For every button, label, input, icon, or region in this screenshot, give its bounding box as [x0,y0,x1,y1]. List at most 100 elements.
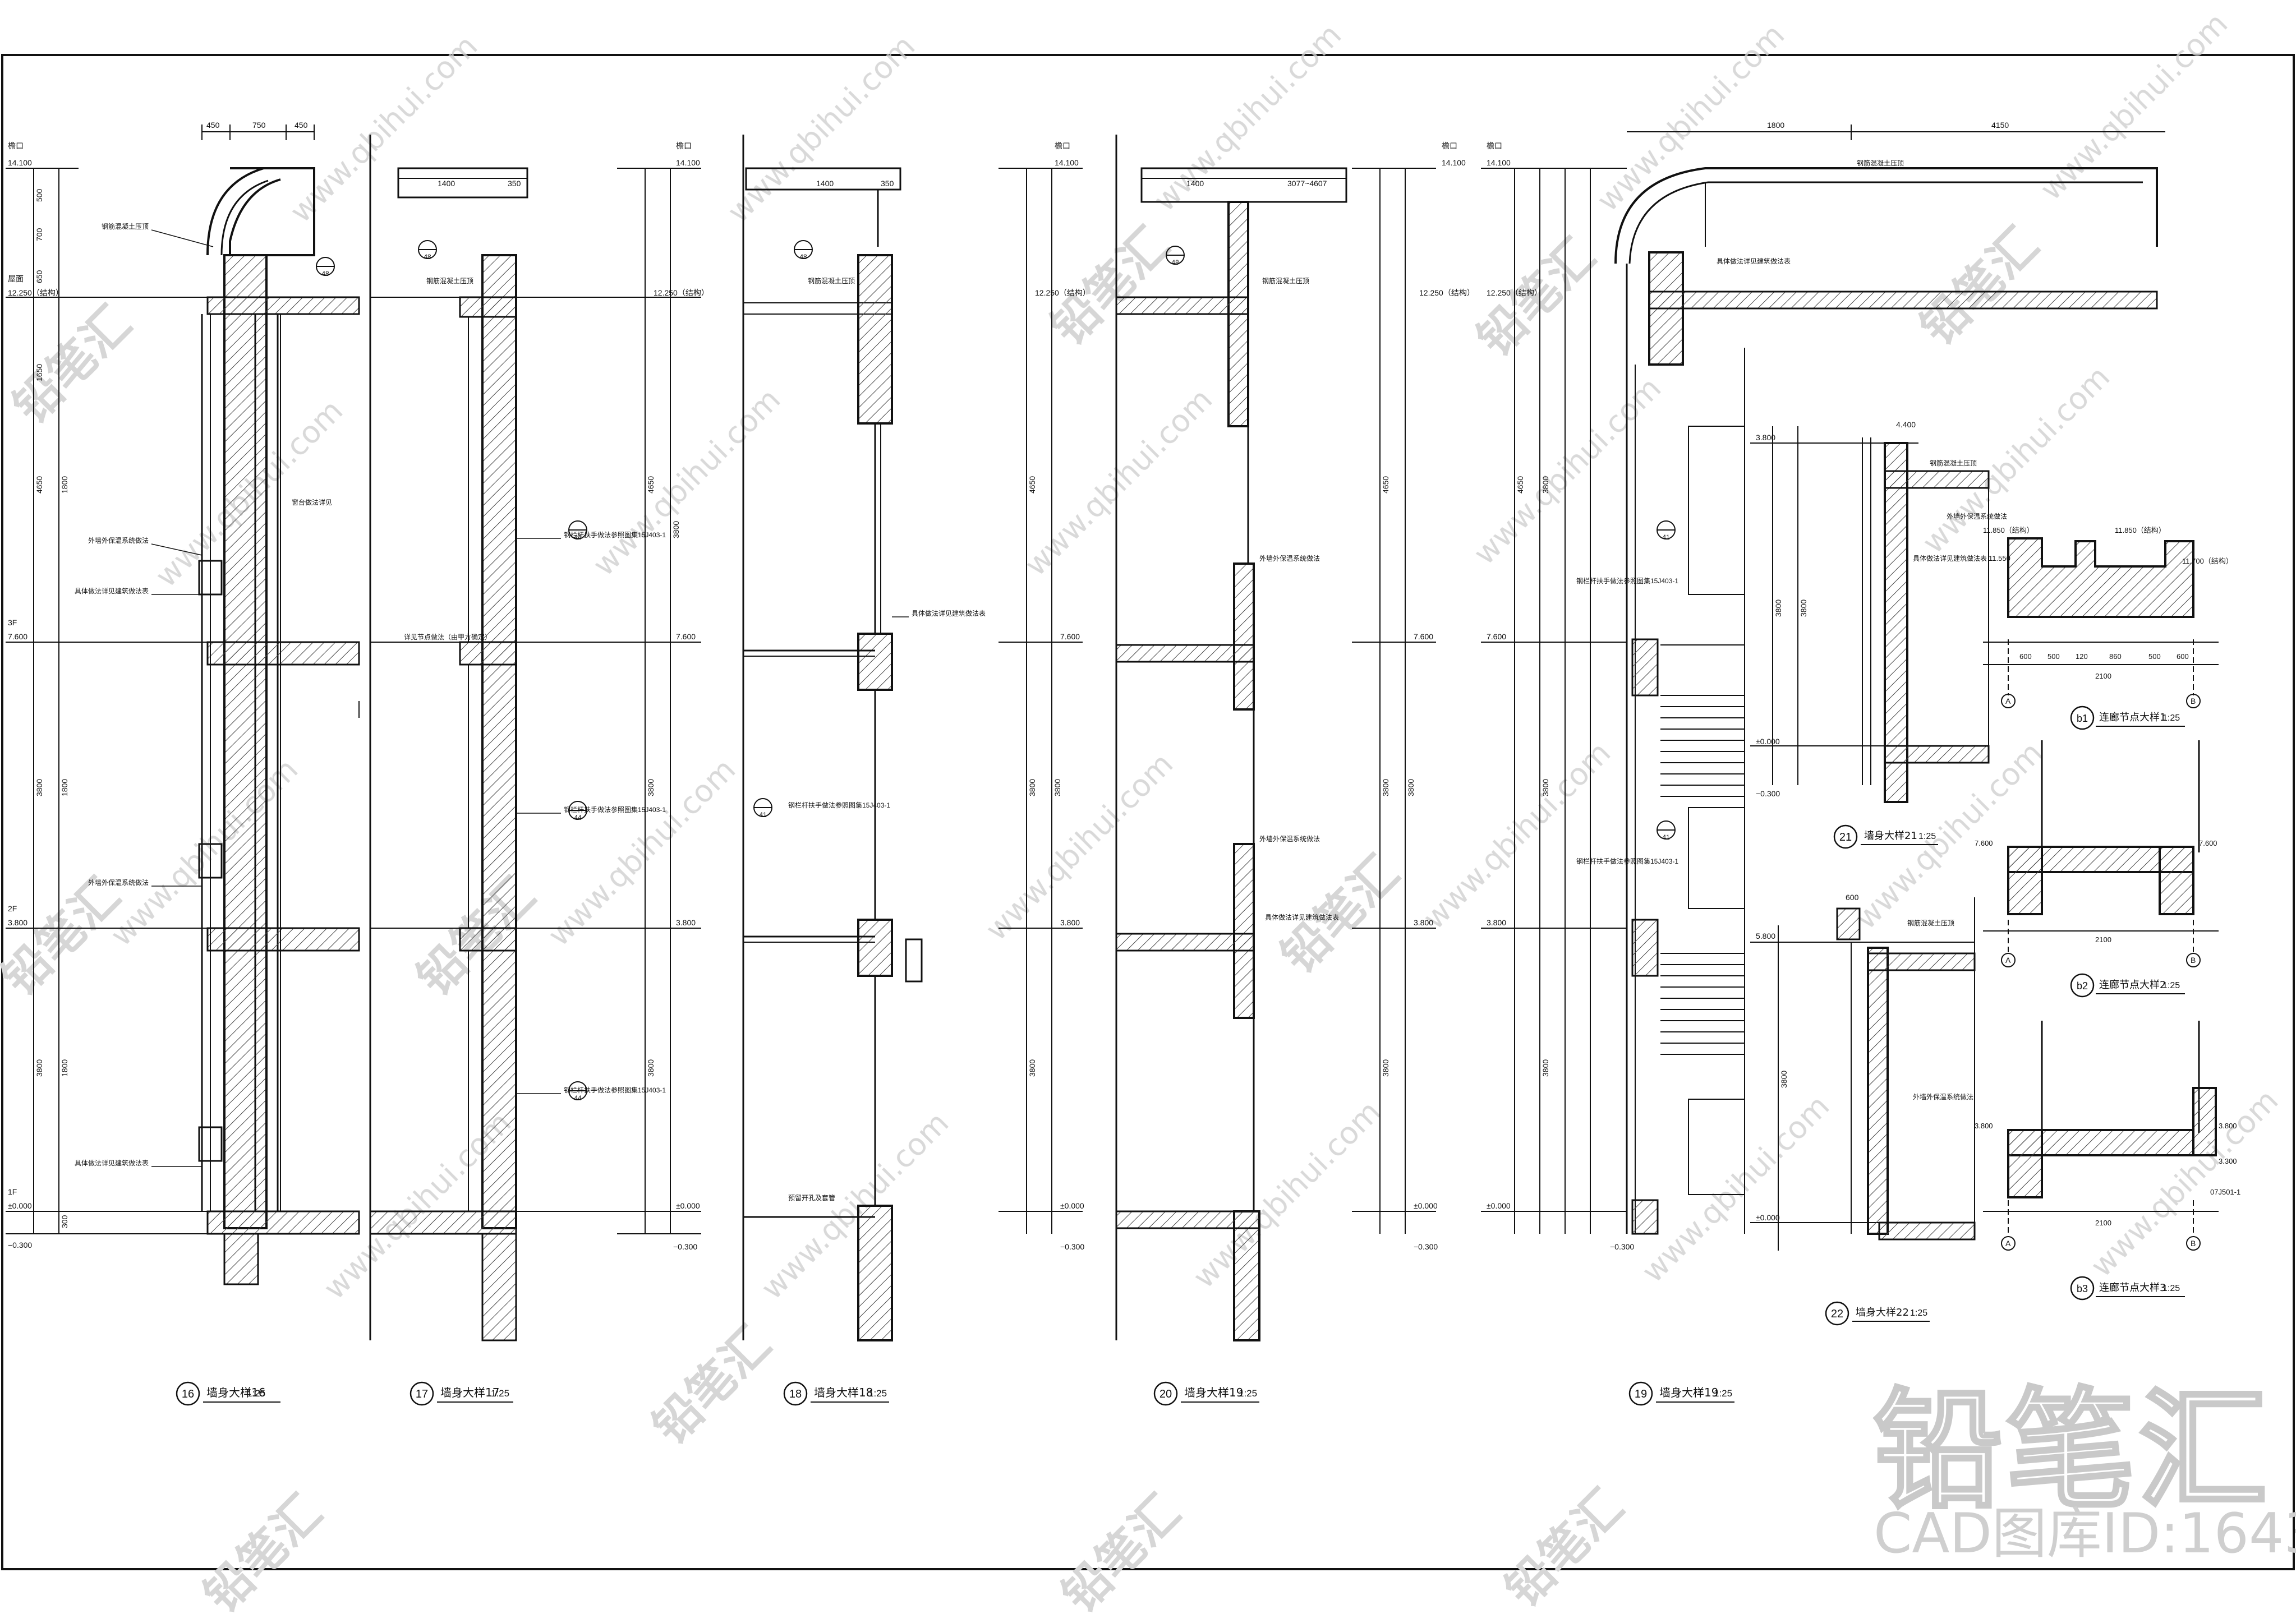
svg-text:7.600: 7.600 [1060,632,1080,641]
svg-text:22: 22 [1831,1308,1843,1320]
wall-section-20 [1115,135,1436,1341]
svg-text:1:25: 1:25 [491,1388,509,1399]
svg-text:www.qbihui.com: www.qbihui.com [2084,1083,2285,1284]
svg-text:300: 300 [60,1215,69,1228]
svg-text:墙身大样18: 墙身大样18 [814,1386,873,1399]
svg-text:A: A [2005,697,2011,706]
svg-text:17: 17 [416,1388,428,1400]
svg-text:4650: 4650 [1516,476,1525,494]
svg-text:钢栏杆扶手做法参照图集15J403-1: 钢栏杆扶手做法参照图集15J403-1 [564,1086,666,1094]
svg-text:3800: 3800 [1053,779,1062,796]
svg-text:www.qbihui.com: www.qbihui.com [1416,735,1618,937]
svg-text:19: 19 [1635,1388,1647,1400]
svg-text:窗台做法详见: 窗台做法详见 [292,498,332,506]
svg-text:3800: 3800 [646,1059,655,1077]
svg-text:48: 48 [799,253,807,261]
svg-text:详见节点做法（由甲方确定）: 详见节点做法（由甲方确定） [404,633,491,641]
svg-text:3800: 3800 [1381,1059,1390,1077]
svg-text:钢栏杆扶手做法参照图集15J403-1: 钢栏杆扶手做法参照图集15J403-1 [1576,857,1678,865]
detail-22 [1750,897,1976,1251]
svg-text:3.800: 3.800 [1414,918,1433,927]
svg-text:1:25: 1:25 [2162,981,2180,990]
svg-text:−0.300: −0.300 [673,1242,697,1251]
svg-text:±0.000: ±0.000 [1756,1213,1780,1222]
svg-text:檐口: 檐口 [1055,141,1070,150]
svg-text:3800: 3800 [1028,1059,1037,1077]
svg-text:4650: 4650 [646,476,655,494]
svg-text:500: 500 [2047,652,2060,661]
svg-text:www.qbihui.com: www.qbihui.com [1635,1089,1837,1290]
svg-text:1400: 1400 [438,179,455,188]
svg-text:1:25: 1:25 [2162,1284,2180,1293]
svg-text:7.600: 7.600 [1975,839,1993,847]
svg-text:18: 18 [789,1388,802,1400]
svg-text:连廊节点大样2: 连廊节点大样2 [2099,979,2166,991]
svg-text:3.800: 3.800 [676,918,696,927]
svg-text:±0.000: ±0.000 [1487,1201,1511,1210]
svg-text:www.qbihui.com: www.qbihui.com [104,752,305,953]
svg-text:1800: 1800 [60,779,69,796]
svg-text:外墙外保温系统做法: 外墙外保温系统做法 [1913,1092,1973,1101]
svg-text:具体做法详见建筑做法表: 具体做法详见建筑做法表 [1265,913,1339,921]
svg-text:钢筋混凝土压顶: 钢筋混凝土压顶 [1262,276,1309,285]
svg-text:钢栏杆扶手做法参照图集15J403-1: 钢栏杆扶手做法参照图集15J403-1 [788,801,890,809]
svg-text:7.600: 7.600 [1487,632,1506,641]
svg-text:www.qbihui.com: www.qbihui.com [541,752,743,953]
drawing-titles: 16 墙身大样16 1:25 17 墙身大样17 1:25 18 墙身大样18 … [176,706,2185,1406]
svg-text:B: B [2191,1239,2196,1248]
svg-text:14.100: 14.100 [676,158,700,167]
detail-21-text: 4.400 3.800 3800 3800 ±0.000 −0.300 钢筋混凝… [1756,420,2007,798]
svg-text:3800: 3800 [1541,779,1550,796]
svg-text:墙身大样21: 墙身大样21 [1864,830,1917,842]
svg-text:12.250（结构）: 12.250（结构） [654,288,709,297]
svg-text:www.qbihui.com: www.qbihui.com [979,746,1180,948]
svg-text:3F: 3F [8,618,17,627]
svg-text:2100: 2100 [2095,935,2111,944]
svg-text:500: 500 [35,188,44,202]
svg-text:7.600: 7.600 [676,632,696,641]
svg-text:檐口: 檐口 [676,141,692,150]
svg-text:4650: 4650 [1381,476,1390,494]
svg-text:4.400: 4.400 [1896,420,1916,429]
svg-text:41: 41 [1662,533,1670,541]
svg-text:钢栏杆扶手做法参照图集15J403-1: 钢栏杆扶手做法参照图集15J403-1 [1576,577,1678,585]
svg-text:4650: 4650 [1028,476,1037,494]
svg-text:4650: 4650 [35,476,44,494]
svg-text:±0.000: ±0.000 [8,1201,32,1210]
svg-text:墙身大样19: 墙身大样19 [1659,1386,1718,1399]
svg-text:www.qbihui.com: www.qbihui.com [1018,382,1220,583]
svg-text:5.800: 5.800 [1756,932,1775,940]
svg-text:具体做法详见建筑做法表: 具体做法详见建筑做法表 [912,609,986,617]
svg-text:3800: 3800 [1406,779,1415,796]
svg-text:预留开孔及套管: 预留开孔及套管 [788,1193,835,1202]
bridge-detail-b1 [1983,537,2219,708]
svg-text:11.700（结构）: 11.700（结构） [2182,557,2233,565]
svg-text:钢栏杆扶手做法参照图集15J403-1: 钢栏杆扶手做法参照图集15J403-1 [564,805,666,814]
svg-text:3.800: 3.800 [2219,1122,2237,1130]
svg-text:1:25: 1:25 [1918,832,1936,841]
svg-text:3800: 3800 [1779,1071,1788,1088]
svg-text:48: 48 [424,253,431,261]
svg-text:www.qbihui.com: www.qbihui.com [1186,1094,1388,1295]
svg-text:14.100: 14.100 [1055,158,1079,167]
svg-text:2100: 2100 [2095,672,2111,680]
svg-text:1:25: 1:25 [1714,1388,1732,1399]
svg-text:连廊节点大样3: 连廊节点大样3 [2099,1282,2166,1294]
svg-text:860: 860 [2109,652,2122,661]
watermark-logo: 铅笔汇 CAD图库ID:16432 [1872,1346,2296,1604]
detail-22-text: 5.800 3800 ±0.000 600 钢筋混凝土压顶 外墙外保温系统做法 [1756,893,1973,1222]
svg-text:−0.300: −0.300 [1756,789,1780,798]
wall-section-16 [6,125,360,1285]
svg-text:外墙外保温系统做法: 外墙外保温系统做法 [88,878,149,887]
svg-text:www.qbihui.com: www.qbihui.com [754,1105,956,1307]
svg-text:钢筋混凝土压顶: 钢筋混凝土压顶 [102,222,149,230]
bridge-detail-b2 [1983,740,2219,967]
watermark-brand-text: 铅笔汇 [1872,1375,2271,1528]
svg-text:1800: 1800 [1767,121,1784,130]
svg-text:具体做法详见建筑做法表: 具体做法详见建筑做法表 [75,587,149,595]
detail-21 [1750,426,1990,803]
svg-text:1:25: 1:25 [1910,1308,1927,1318]
svg-text:3.800: 3.800 [1975,1122,1993,1130]
svg-text:−0.300: −0.300 [1060,1242,1084,1251]
